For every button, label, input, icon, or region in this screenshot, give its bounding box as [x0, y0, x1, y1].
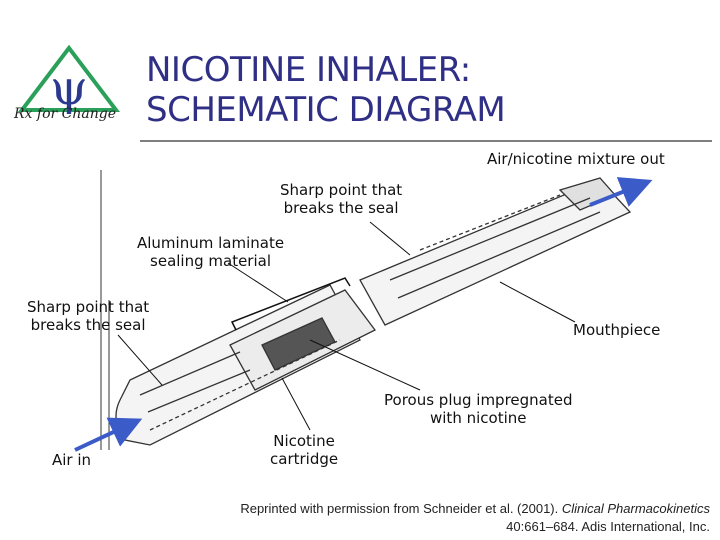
label-porous-plug: Porous plug impregnated with nicotine — [384, 391, 573, 427]
seal-bracket — [230, 277, 351, 331]
logo-text: Rx for Change — [14, 106, 116, 122]
label-mouthpiece: Mouthpiece — [573, 321, 661, 339]
label-sharp-left-line-2: breaks the seal — [30, 316, 146, 334]
inner-channel-line-1 — [389, 197, 591, 281]
label-air-out: Air/nicotine mixture out — [487, 150, 665, 168]
label-sharp-top: Sharp point that breaks the seal — [280, 181, 402, 217]
leader-sharp-left — [117, 334, 163, 386]
leader-mouthpiece — [499, 281, 576, 323]
citation-prefix: Reprinted with permission from Schneider… — [240, 501, 562, 516]
label-porous-line-2: with nicotine — [430, 409, 527, 427]
base-dashed-detail — [149, 339, 341, 431]
label-aluminum-line-2: sealing material — [150, 252, 272, 270]
title-line-2: SCHEMATIC DIAGRAM — [146, 90, 506, 130]
base-inner-line-2 — [147, 369, 251, 413]
air-out-arrow — [589, 177, 653, 207]
citation-journal: Clinical Pharmacokinetics — [561, 501, 710, 516]
leader-aluminum — [227, 262, 289, 303]
citation-line-1: Reprinted with permission from Schneider… — [240, 500, 710, 518]
inner-channel-line-2 — [397, 211, 601, 299]
label-cartridge: Nicotine cartridge — [270, 432, 338, 468]
logo-psi-symbol: ψ — [50, 60, 88, 116]
citation: Reprinted with permission from Schneider… — [240, 500, 710, 536]
title-line-1: NICOTINE INHALER: — [146, 50, 471, 90]
air-in-arrow — [74, 417, 143, 452]
leader-sharp-top — [369, 221, 411, 256]
leader-cartridge — [281, 377, 311, 431]
label-porous-line-1: Porous plug impregnated — [384, 391, 573, 409]
citation-line-2: 40:661–684. Adis International, Inc. — [506, 519, 710, 534]
label-sharp-top-line-2: breaks the seal — [283, 199, 399, 217]
label-aluminum-line-1: Aluminum laminate — [137, 234, 285, 252]
page-title: NICOTINE INHALER: SCHEMATIC DIAGRAM — [146, 50, 506, 130]
label-sharp-left-line-1: Sharp point that — [27, 298, 150, 316]
label-cartridge-line-1: Nicotine — [273, 432, 335, 450]
label-sharp-top-line-1: Sharp point that — [280, 181, 403, 199]
label-aluminum: Aluminum laminate sealing material — [137, 234, 284, 270]
label-cartridge-line-2: cartridge — [270, 450, 339, 468]
rx-for-change-logo: ψ — [6, 44, 132, 136]
label-air-in: Air in — [52, 451, 92, 469]
title-divider — [140, 140, 712, 142]
base-inner-line-1 — [139, 351, 241, 396]
leader-porous — [309, 339, 421, 391]
label-sharp-left: Sharp point that breaks the seal — [27, 298, 149, 334]
inhaler-body — [115, 177, 632, 446]
logo-triangle-icon: ψ — [17, 44, 121, 116]
mouthpiece-shell — [359, 179, 632, 326]
